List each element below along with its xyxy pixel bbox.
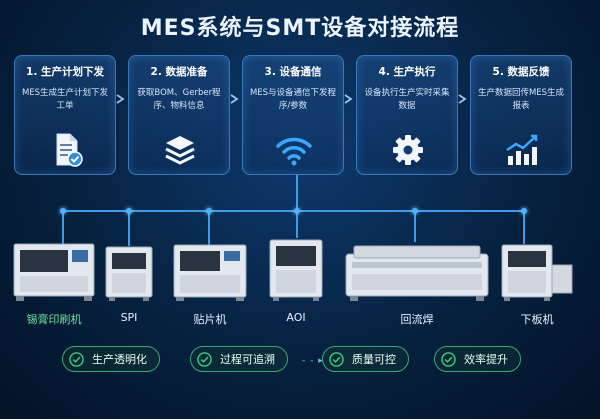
spi-machine-image bbox=[105, 246, 153, 301]
step-box-prepare: 2. 数据准备 获取BOM、Gerber程序、物料信息 bbox=[128, 55, 230, 175]
arrow-right-icon bbox=[344, 94, 353, 104]
benefit-badge-efficiency: 效率提升 bbox=[434, 346, 521, 372]
check-circle-icon bbox=[197, 351, 212, 367]
benefit-badge-transparency: 生产透明化 bbox=[62, 346, 160, 372]
machine-label-placer: 贴片机 bbox=[193, 313, 227, 326]
step-desc: MES生成生产计划下发工单 bbox=[21, 88, 109, 111]
benefit-label: 过程可追溯 bbox=[220, 353, 275, 366]
document-check-icon bbox=[56, 133, 83, 167]
check-circle-icon bbox=[329, 351, 344, 367]
solder-paste-printer-image bbox=[13, 243, 95, 301]
check-circle-icon bbox=[69, 351, 84, 367]
step-box-plan: 1. 生产计划下发 MES生成生产计划下发工单 bbox=[14, 55, 116, 175]
aoi-machine-image bbox=[269, 239, 323, 301]
benefit-badge-traceability: 过程可追溯 bbox=[190, 346, 288, 372]
wifi-icon bbox=[276, 137, 312, 166]
machine-label-aoi: AOI bbox=[286, 311, 306, 324]
step-box-feedback: 5. 数据反馈 生产数据回传MES生成报表 bbox=[470, 55, 572, 175]
benefit-badge-quality: 质量可控 bbox=[322, 346, 409, 372]
pick-and-place-machine-image bbox=[173, 244, 247, 301]
step-title: 4. 生产执行 bbox=[378, 66, 436, 78]
step-desc: 设备执行生产实时采集数据 bbox=[364, 88, 450, 111]
stacked-layers-icon bbox=[165, 136, 195, 165]
reflow-oven-image bbox=[345, 245, 489, 301]
step-title: 5. 数据反馈 bbox=[492, 66, 550, 78]
step-box-communicate: 3. 设备通信 MES与设备通信下发程序/参数 bbox=[242, 55, 344, 175]
machine-label-unloader: 下板机 bbox=[520, 313, 554, 326]
step-box-execute: 4. 生产执行 设备执行生产实时采集数据 bbox=[356, 55, 458, 175]
step-title: 2. 数据准备 bbox=[150, 66, 208, 78]
arrow-right-icon bbox=[458, 94, 467, 104]
step-title: 1. 生产计划下发 bbox=[26, 66, 104, 78]
machine-label-reflow: 回流焊 bbox=[400, 313, 434, 326]
arrow-right-icon bbox=[116, 94, 125, 104]
step-desc: 生产数据回传MES生成报表 bbox=[477, 88, 565, 111]
trend-chart-icon bbox=[506, 134, 538, 165]
machine-label-printer: 锡膏印刷机 bbox=[26, 313, 82, 326]
benefit-label: 效率提升 bbox=[464, 353, 508, 366]
step-title: 3. 设备通信 bbox=[264, 66, 322, 78]
check-circle-icon bbox=[441, 351, 456, 367]
step-desc: 获取BOM、Gerber程序、物料信息 bbox=[137, 88, 221, 111]
page-title: MES系统与SMT设备对接流程 bbox=[140, 16, 460, 41]
machine-label-spi: SPI bbox=[120, 311, 138, 324]
benefit-label: 生产透明化 bbox=[92, 353, 147, 366]
dashed-arrow: - - ▸ bbox=[302, 356, 324, 366]
unloader-machine-image bbox=[501, 244, 573, 301]
gear-icon bbox=[393, 135, 423, 165]
step-desc: MES与设备通信下发程序/参数 bbox=[249, 88, 337, 111]
arrow-right-icon bbox=[230, 94, 239, 104]
benefit-label: 质量可控 bbox=[352, 353, 396, 366]
